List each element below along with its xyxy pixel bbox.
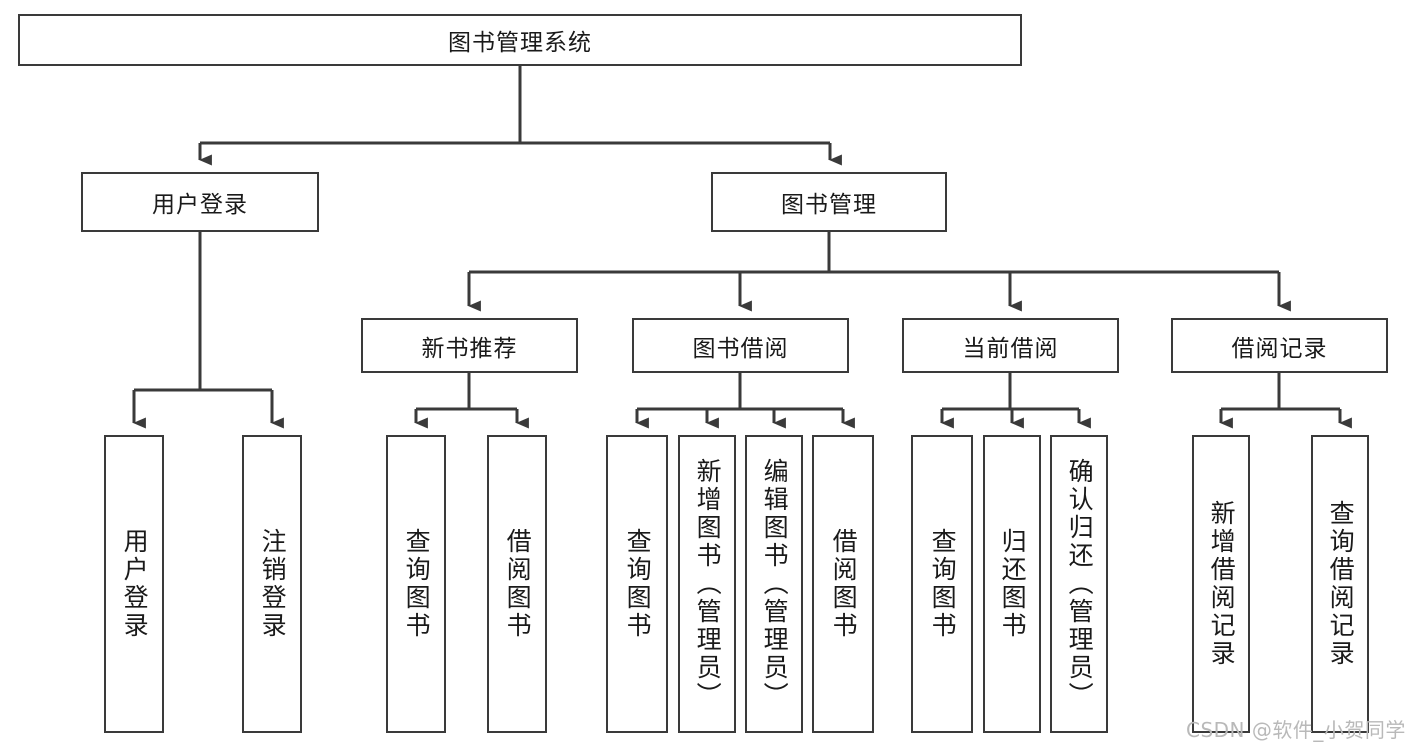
- node-leaf-add-book-label: 新增图书（管理员）: [693, 458, 723, 710]
- node-leaf-user-login[interactable]: 用户登录: [104, 435, 164, 733]
- node-leaf-query-borrow-record-label: 查询借阅记录: [1326, 500, 1356, 668]
- node-current-borrow-label: 当前借阅: [962, 335, 1059, 362]
- csdn-watermark: CSDN @软件_小贺同学: [1186, 718, 1405, 742]
- node-leaf-return-book[interactable]: 归还图书: [983, 435, 1041, 733]
- node-borrow-record-label: 借阅记录: [1231, 335, 1328, 362]
- node-borrow-record[interactable]: 借阅记录: [1171, 318, 1388, 373]
- node-leaf-query-book-current[interactable]: 查询图书: [911, 435, 973, 733]
- node-leaf-confirm-return-label: 确认归还（管理员）: [1065, 458, 1095, 710]
- node-user-login-label: 用户登录: [152, 192, 248, 218]
- node-leaf-query-book-borrow-label: 查询图书: [623, 528, 653, 640]
- node-new-book-recommend[interactable]: 新书推荐: [361, 318, 578, 373]
- node-leaf-borrow-book-label: 借阅图书: [829, 528, 859, 640]
- node-book-management-label: 图书管理: [781, 192, 877, 218]
- node-leaf-logout-label: 注销登录: [258, 528, 288, 640]
- node-leaf-logout[interactable]: 注销登录: [242, 435, 302, 733]
- node-leaf-add-book[interactable]: 新增图书（管理员）: [678, 435, 736, 733]
- node-leaf-query-book-borrow[interactable]: 查询图书: [606, 435, 668, 733]
- node-leaf-borrow-book-recommend[interactable]: 借阅图书: [487, 435, 547, 733]
- node-leaf-add-borrow-record-label: 新增借阅记录: [1207, 500, 1237, 668]
- node-leaf-edit-book[interactable]: 编辑图书（管理员）: [745, 435, 803, 733]
- node-leaf-add-borrow-record[interactable]: 新增借阅记录: [1192, 435, 1250, 733]
- node-leaf-user-login-label: 用户登录: [120, 528, 150, 640]
- node-new-book-recommend-label: 新书推荐: [421, 335, 518, 362]
- node-current-borrow[interactable]: 当前借阅: [902, 318, 1119, 373]
- node-root[interactable]: 图书管理系统: [18, 14, 1022, 66]
- node-leaf-borrow-book-recommend-label: 借阅图书: [503, 528, 533, 640]
- node-leaf-edit-book-label: 编辑图书（管理员）: [760, 458, 790, 710]
- node-book-management[interactable]: 图书管理: [711, 172, 947, 232]
- node-book-borrow[interactable]: 图书借阅: [632, 318, 849, 373]
- node-root-label: 图书管理系统: [448, 30, 592, 56]
- node-leaf-query-book-recommend[interactable]: 查询图书: [386, 435, 446, 733]
- node-leaf-return-book-label: 归还图书: [998, 528, 1028, 640]
- node-leaf-confirm-return[interactable]: 确认归还（管理员）: [1050, 435, 1108, 733]
- node-book-borrow-label: 图书借阅: [692, 335, 789, 362]
- node-leaf-query-book-recommend-label: 查询图书: [402, 528, 432, 640]
- node-user-login[interactable]: 用户登录: [81, 172, 319, 232]
- node-leaf-query-book-current-label: 查询图书: [928, 528, 958, 640]
- node-leaf-query-borrow-record[interactable]: 查询借阅记录: [1311, 435, 1369, 733]
- node-leaf-borrow-book[interactable]: 借阅图书: [812, 435, 874, 733]
